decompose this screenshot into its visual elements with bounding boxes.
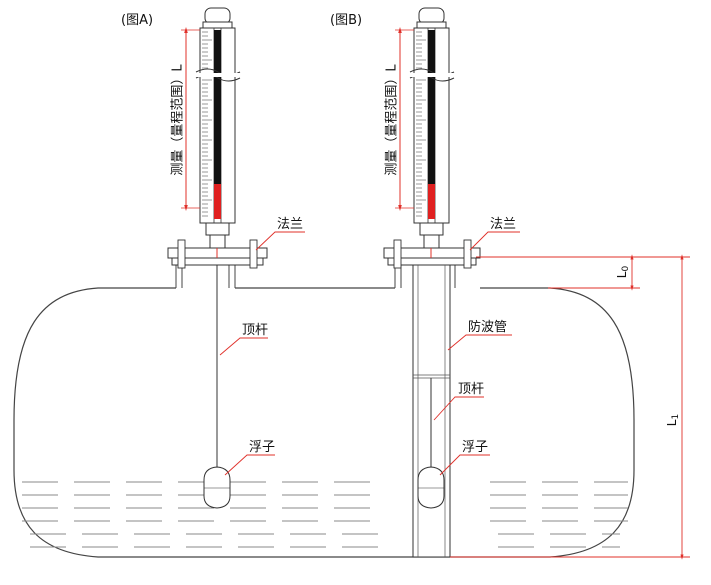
gauge-a-flange-label: 法兰 (277, 217, 303, 232)
gauge-a-indicator-filled (214, 184, 221, 219)
gauge-b-float (417, 466, 445, 509)
gauge-a-rod-label: 顶杆 (242, 323, 268, 338)
gauge-a-range-label: 测量（量程范围）L (171, 64, 186, 176)
tank (13, 265, 635, 558)
gauge-b-indicator-empty (428, 30, 435, 184)
gauge-a-float-label: 浮子 (249, 440, 275, 455)
gauge-b-rod-label: 顶杆 (458, 382, 484, 397)
gauge-b-float-label: 浮子 (462, 440, 488, 455)
l0-label-main: L (615, 271, 629, 278)
l1-label: L1 (665, 414, 681, 426)
svg-text:L0: L0 (615, 266, 631, 279)
liquid-surface (22, 481, 628, 548)
gauge-b-flange-label: 法兰 (490, 217, 516, 232)
gauge-a-float (203, 466, 231, 509)
l0-label: L0 (615, 266, 631, 279)
gauge-a-caption: (图A) (121, 13, 153, 28)
l1-label-sub: 1 (671, 414, 681, 420)
nozzle-a (175, 265, 236, 288)
tank-outline (13, 287, 635, 558)
gauge-b: 测量（量程范围）L (图B) 法兰 防波管 顶杆 浮子 (330, 7, 520, 558)
l1-label-main: L (665, 419, 679, 426)
l0-label-sub: 0 (621, 266, 631, 272)
gauge-b-indicator-filled (428, 184, 435, 219)
gauge-a-indicator-empty (214, 30, 221, 184)
gauge-a: 测量（量程范围）L (图A) 法兰 顶杆 浮子 (121, 7, 305, 509)
gauge-b-range-label: 测量（量程范围）L (385, 64, 400, 176)
nozzle-b (394, 265, 456, 288)
dimensions (450, 254, 690, 560)
gauge-b-tube-label: 防波管 (468, 319, 507, 335)
svg-text:L1: L1 (665, 414, 681, 426)
gauge-b-caption: (图B) (330, 13, 362, 28)
